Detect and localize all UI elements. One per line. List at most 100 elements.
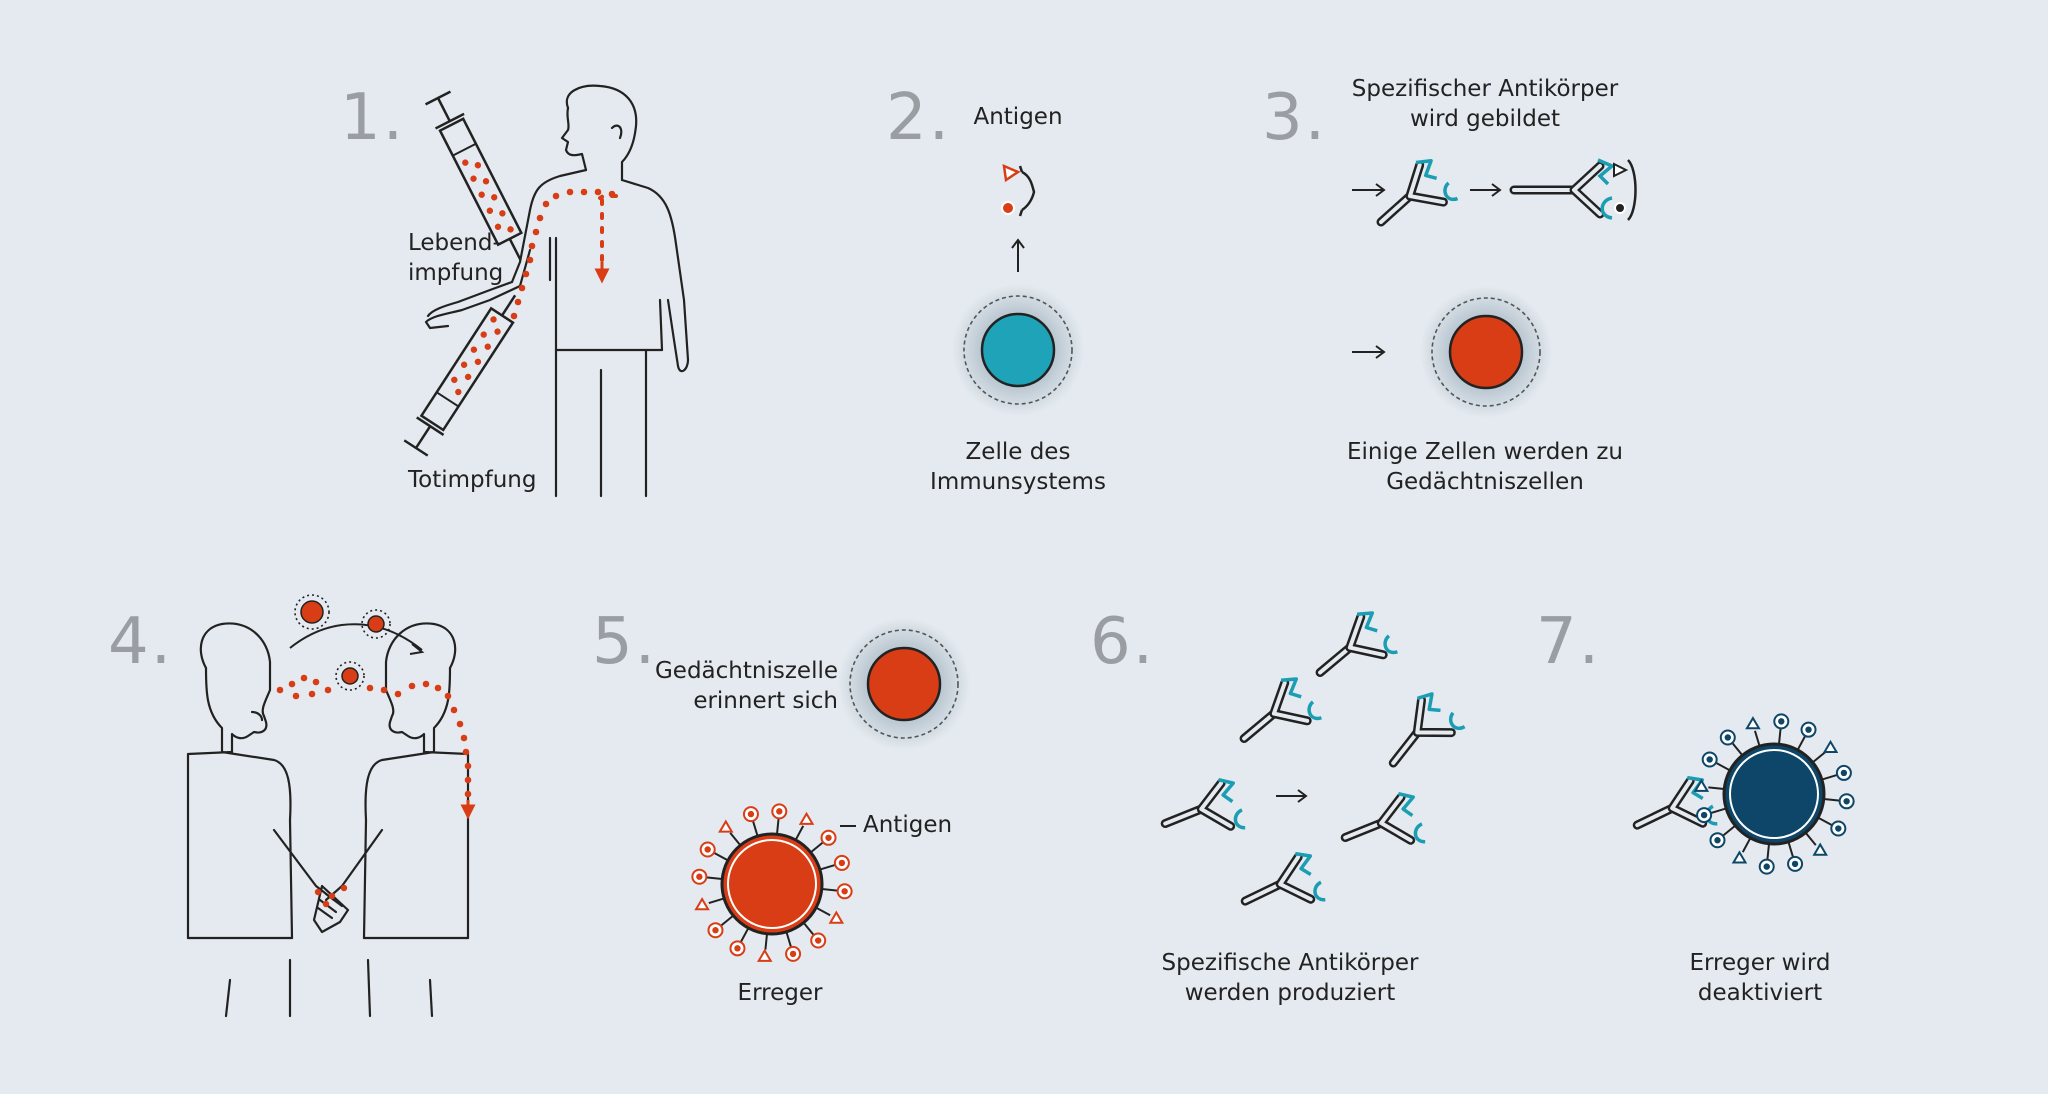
antigen-dot xyxy=(1714,837,1721,844)
label-dead-vaccination: Totimpfung xyxy=(408,467,537,493)
spike xyxy=(1753,730,1761,747)
antigen-icon xyxy=(1822,739,1839,753)
antigen-dot xyxy=(1791,860,1799,868)
antigen-dot xyxy=(789,950,797,958)
antigen-icon xyxy=(718,819,734,833)
arrow-icon xyxy=(1352,183,1502,359)
spike xyxy=(1722,824,1736,837)
memory-cell-icon xyxy=(1420,286,1552,418)
label-immune-cell: Zelle des Immunsystems xyxy=(930,439,1106,495)
antigen-icon xyxy=(828,910,845,924)
person-icon xyxy=(424,84,690,498)
antigen-dot xyxy=(776,808,783,815)
spike xyxy=(819,863,836,871)
label-antigen-step2: Antigen xyxy=(973,104,1063,130)
spike xyxy=(1817,816,1833,827)
immune-cell-icon xyxy=(952,284,1084,416)
label-memory-cells: Einige Zellen werden zu Gedächtniszellen xyxy=(1347,439,1623,495)
spike xyxy=(1777,728,1782,745)
syringe-icon xyxy=(403,294,517,457)
spike xyxy=(706,876,723,881)
antigen-dot xyxy=(696,873,703,880)
antigen-dot xyxy=(1778,718,1785,725)
antigen-dot xyxy=(1706,756,1713,763)
arrow-icon xyxy=(289,623,423,651)
antigen-dot xyxy=(838,859,846,867)
spike xyxy=(1796,735,1807,751)
antigen-dot xyxy=(712,927,719,934)
spike xyxy=(739,927,750,943)
spike xyxy=(708,897,725,905)
antigen-dot xyxy=(747,810,755,818)
spike xyxy=(815,906,831,917)
label-live-vaccination: Lebend- impfung xyxy=(408,230,504,286)
spike xyxy=(1731,742,1744,756)
spike xyxy=(720,914,734,927)
spike xyxy=(821,887,838,892)
spike xyxy=(775,818,780,835)
vaccine-path xyxy=(510,188,616,320)
antibody-icon xyxy=(1304,606,1397,689)
arrow-icon xyxy=(1011,238,1025,272)
antigen-icon xyxy=(1745,716,1761,730)
handshake-icon xyxy=(314,884,348,908)
spike xyxy=(1715,761,1731,772)
spike xyxy=(1741,837,1752,853)
label-pathogen: Erreger xyxy=(737,980,823,1006)
spike xyxy=(1710,807,1727,815)
antigen-icon xyxy=(756,948,773,962)
memory-cell-icon xyxy=(838,618,970,750)
step-number-6: 6. xyxy=(1090,605,1156,679)
antigen-icon xyxy=(798,811,815,825)
label-antibodies-produced: Spezifische Antikörper werden produziert xyxy=(1161,950,1419,1006)
antigen-dot xyxy=(734,945,741,952)
antibody-icon xyxy=(1228,672,1321,755)
spike xyxy=(713,851,729,862)
spike xyxy=(1787,841,1795,858)
syringe-icon xyxy=(424,90,523,261)
spike xyxy=(764,933,769,950)
antigen-dot xyxy=(1724,734,1731,741)
antigen-dot xyxy=(1840,769,1848,777)
antigen-dot xyxy=(1805,726,1812,733)
spike xyxy=(794,825,805,841)
antibody-icon xyxy=(1159,777,1245,842)
antigen-dot xyxy=(1835,825,1842,832)
step-number-4: 4. xyxy=(108,605,174,679)
label-specific-antibody: Spezifischer Antikörper wird gebildet xyxy=(1351,76,1619,132)
antigen-dot xyxy=(825,834,832,841)
spike xyxy=(751,820,759,837)
spike xyxy=(729,832,742,846)
spike xyxy=(1821,773,1838,781)
antibody-icon xyxy=(1509,158,1637,221)
antigen-icon xyxy=(694,897,710,911)
antigen-dot xyxy=(704,846,711,853)
antigen-dot xyxy=(841,888,848,895)
spike xyxy=(810,841,824,854)
label-pathogen-deactivated: Erreger wird deaktiviert xyxy=(1689,950,1831,1006)
virus-particle-icon xyxy=(294,594,391,691)
step-number-7: 7. xyxy=(1536,605,1602,679)
antibody-icon xyxy=(1339,791,1425,856)
antigen-icon xyxy=(1731,850,1748,864)
spike xyxy=(1812,751,1826,764)
step-number-2: 2. xyxy=(886,81,952,155)
arrow-icon xyxy=(1276,789,1308,803)
spike xyxy=(785,931,793,948)
antigen-dot xyxy=(815,937,822,944)
pathogen-icon xyxy=(720,832,824,936)
spike xyxy=(1708,786,1725,791)
step-number-3: 3. xyxy=(1262,81,1328,155)
label-memory-remembers: Gedächtniszelle erinnert sich xyxy=(654,658,838,714)
spike xyxy=(1823,797,1840,802)
person-icon xyxy=(186,622,470,1018)
antigen-icon xyxy=(1693,778,1710,792)
spike xyxy=(1766,843,1771,860)
antigen-icon xyxy=(1001,163,1036,217)
step-number-1: 1. xyxy=(340,81,406,155)
step-number-5: 5. xyxy=(592,605,658,679)
transmission-dots xyxy=(276,674,472,798)
antigen-dot xyxy=(1700,811,1708,819)
